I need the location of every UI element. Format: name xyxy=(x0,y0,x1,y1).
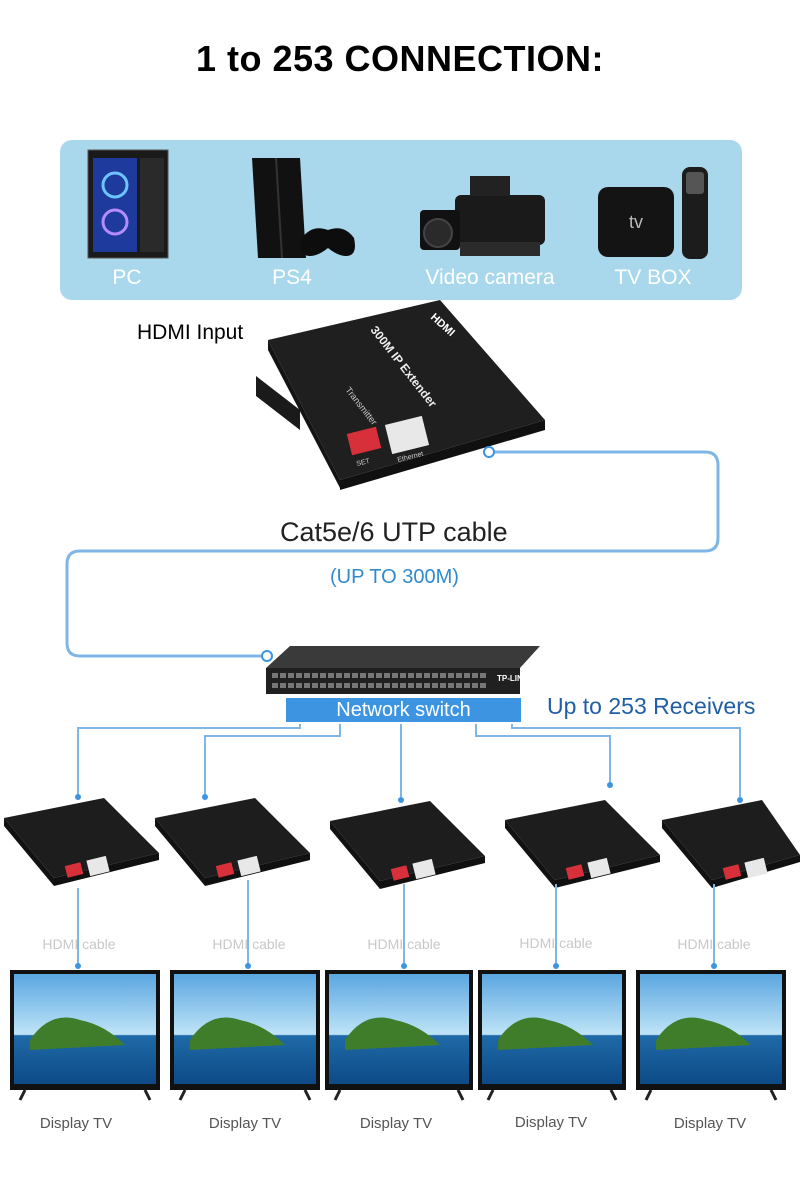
cable-length-label: (UP TO 300M) xyxy=(330,566,459,588)
display-tv-label: Display TV xyxy=(673,1115,747,1132)
hdmi-cable-label: HDMI cable xyxy=(212,936,286,952)
source-label-ps4: PS4 xyxy=(272,266,312,289)
display-tv xyxy=(478,970,626,1101)
display-tv-label: Display TV xyxy=(39,1115,113,1132)
receivers-count-label: Up to 253 Receivers xyxy=(547,693,756,719)
hdmi-input-label: HDMI Input xyxy=(137,321,244,344)
ps4-console-icon xyxy=(252,157,355,259)
receiver-device xyxy=(330,801,485,889)
display-tv xyxy=(170,970,320,1101)
cable-connector-dot xyxy=(261,650,273,662)
video-camera-icon xyxy=(420,176,545,256)
display-tv xyxy=(636,970,786,1101)
hdmi-cable-label: HDMI cable xyxy=(367,936,441,952)
cable-label: Cat5e/6 UTP cable xyxy=(280,517,508,547)
hdmi-cable-label: HDMI cable xyxy=(42,936,116,952)
receiver-device xyxy=(662,800,800,888)
receiver-device xyxy=(155,798,310,886)
display-tv xyxy=(325,970,473,1101)
switch-brand: TP-LINK xyxy=(497,674,529,683)
svg-text:tv: tv xyxy=(629,212,643,232)
pc-tower-icon xyxy=(87,149,169,259)
display-tv xyxy=(10,970,160,1101)
switch-label-background xyxy=(286,698,521,722)
display-tv-label: Display TV xyxy=(514,1114,588,1131)
display-tv-label: Display TV xyxy=(208,1115,282,1132)
utp-cable-line xyxy=(65,450,720,658)
network-switch-device: TP-LINK xyxy=(266,646,540,694)
transmitter-set-label: SET xyxy=(356,458,372,468)
source-label-video-camera: Video camera xyxy=(425,266,555,289)
receiver-device xyxy=(4,798,159,886)
display-tv-label: Display TV xyxy=(359,1115,433,1132)
tv-box-icon: tv xyxy=(598,167,708,259)
distribution-lines xyxy=(77,724,741,797)
transmitter-device: HDMI 300M IP Extender Transmitter Ethern… xyxy=(256,300,545,490)
hdmi-output-lines xyxy=(77,880,715,968)
hdmi-cable-label: HDMI cable xyxy=(519,935,593,951)
cable-connector-dot xyxy=(483,446,495,458)
source-label-pc: PC xyxy=(112,266,142,289)
network-switch-label: Network switch xyxy=(336,699,471,721)
diagram-title: 1 to 253 CONNECTION: xyxy=(195,38,605,79)
hdmi-cable-label: HDMI cable xyxy=(677,936,751,952)
receiver-device xyxy=(505,800,660,888)
source-label-tv-box: TV BOX xyxy=(614,266,692,289)
